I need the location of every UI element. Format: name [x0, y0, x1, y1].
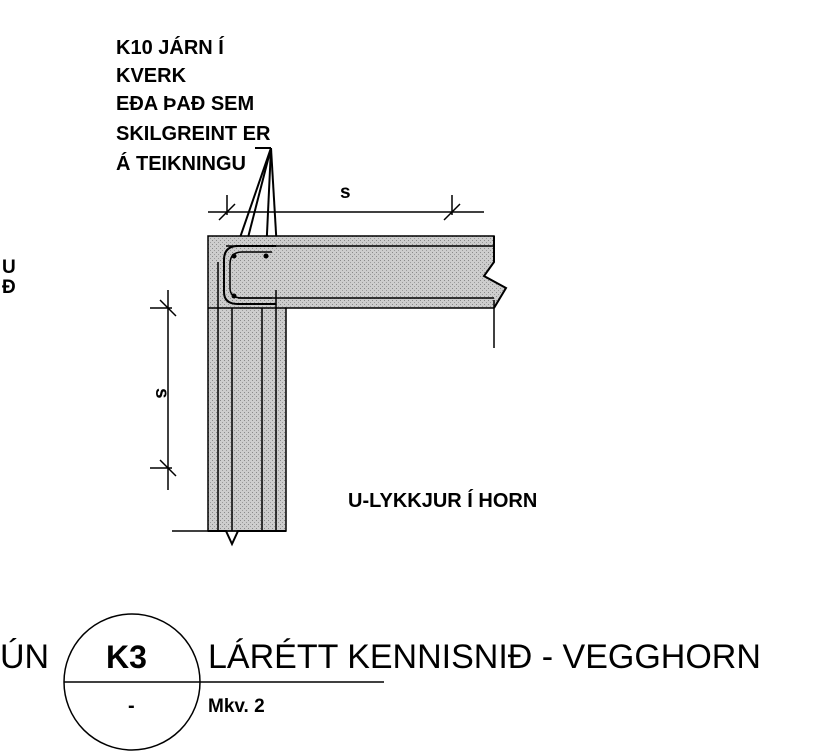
note-line-5: Á TEIKNINGU	[116, 152, 246, 175]
dimension-vertical: s	[150, 290, 177, 490]
break-line-vertical	[208, 530, 286, 547]
title-block: ÚN K3 - LÁRÉTT KENNISNIÐ - VEGGHORN Mkv.…	[0, 613, 761, 751]
note-line-2: KVERK	[116, 65, 187, 87]
detail-sheet: -	[128, 695, 135, 717]
detail-id: K3	[106, 639, 147, 675]
detail-title: LÁRÉTT KENNISNIÐ - VEGGHORN	[208, 638, 761, 676]
dimension-horizontal-label: s	[340, 182, 351, 203]
concrete-section	[207, 235, 508, 532]
detail-caption: U-LYKKJUR Í HORN	[348, 489, 537, 512]
note-line-1: K10 JÁRN Í	[116, 36, 224, 59]
dimension-vertical-label: s	[151, 388, 172, 399]
left-fragment-lower: ÚN	[0, 638, 49, 676]
detail-scale: Mkv. 2	[208, 696, 265, 717]
break-line-horizontal	[482, 236, 508, 309]
wall-corner	[172, 235, 508, 547]
u-loop-rebar	[223, 245, 276, 305]
left-fragment-upper-2: Ð	[2, 277, 16, 298]
corner-bar-1	[231, 253, 237, 259]
left-fragment-upper-1: U	[2, 257, 16, 278]
corner-bar-3	[231, 293, 237, 299]
note-line-3: EÐA ÞAÐ SEM	[116, 93, 254, 115]
rebar-note: K10 JÁRN Í KVERK EÐA ÞAÐ SEM SKILGREINT …	[116, 36, 271, 175]
note-line-4: SKILGREINT ER	[116, 123, 271, 145]
corner-bar-2	[263, 253, 269, 259]
dimension-horizontal: s	[208, 182, 484, 221]
